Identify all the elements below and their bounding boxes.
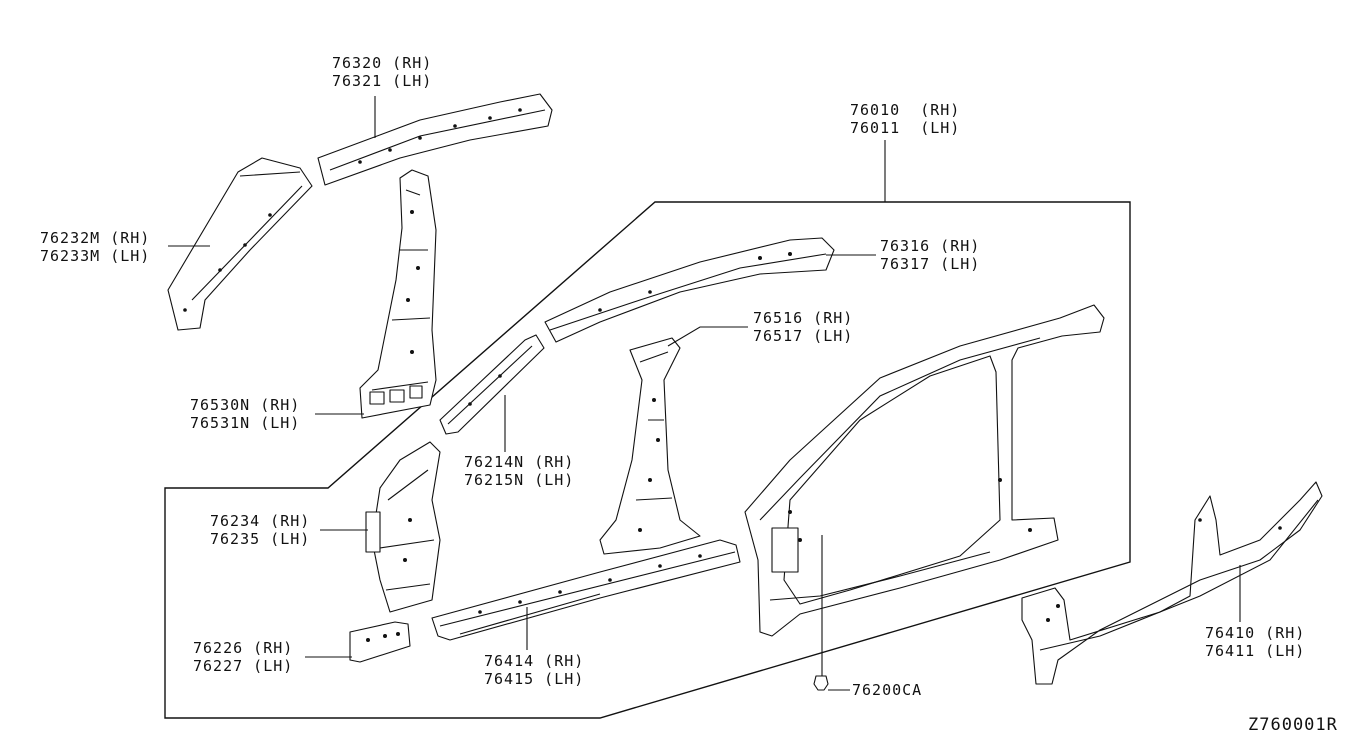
part-number-rh: 76316 (RH) (880, 237, 981, 255)
part-number-rh: 76226 (RH) (193, 639, 294, 657)
part-number-rh: 76320 (RH) (332, 54, 433, 72)
part-number-rh: 76234 (RH) (210, 512, 311, 530)
leader-clip (821, 535, 850, 691)
center-pillar-reinf-part (599, 337, 701, 555)
part-number: 76200CA (852, 681, 923, 699)
part-number-lh: 76215N (LH) (464, 471, 575, 489)
part-number-rh: 76010 (RH) (850, 101, 961, 119)
part-number-lh: 76233M (LH) (40, 247, 151, 265)
label-76234: 76234 (RH)76235 (LH) (210, 512, 310, 548)
label-76516: 76516 (RH)76517 (LH) (753, 309, 853, 345)
front-pillar-reinf-part (439, 334, 545, 435)
front-pillar-upper-part (167, 157, 313, 331)
part-number-rh: 76530N (RH) (190, 396, 301, 414)
part-number-lh: 76321 (LH) (332, 72, 433, 90)
label-76414: 76414 (RH)76415 (LH) (484, 652, 584, 688)
sill-inner-part (431, 539, 741, 641)
assembly-frame (164, 201, 1131, 719)
label-76530N: 76530N (RH)76531N (LH) (190, 396, 300, 432)
part-number-lh: 76415 (LH) (484, 670, 585, 688)
label-76232M: 76232M (RH)76233M (LH) (40, 229, 150, 265)
part-number-rh: 76516 (RH) (753, 309, 854, 327)
front-pillar-lower-part (365, 441, 441, 613)
leader-center-pillar-reinf (667, 326, 748, 347)
part-number-rh: 76414 (RH) (484, 652, 585, 670)
part-number-lh: 76227 (LH) (193, 657, 294, 675)
label-76320: 76320 (RH)76321 (LH) (332, 54, 432, 90)
part-number-lh: 76235 (LH) (210, 530, 311, 548)
label-76226: 76226 (RH)76227 (LH) (193, 639, 293, 675)
sill-outer-part (1021, 481, 1323, 685)
center-pillar-inner-part (359, 169, 437, 419)
part-number-rh: 76214N (RH) (464, 453, 575, 471)
part-number-lh: 76531N (LH) (190, 414, 301, 432)
label-76410: 76410 (RH)76411 (LH) (1205, 624, 1305, 660)
part-number-lh: 76317 (LH) (880, 255, 981, 273)
clip-part (813, 675, 829, 691)
diagram-id: Z760001R (1248, 715, 1338, 735)
part-number-rh: 76410 (RH) (1205, 624, 1306, 642)
part-number-lh: 76517 (LH) (753, 327, 854, 345)
part-number-lh: 76011 (LH) (850, 119, 961, 137)
side-body-assy-part (744, 304, 1105, 637)
label-76200CA: 76200CA (852, 681, 922, 699)
roof-rail-inner-part (544, 237, 835, 343)
part-number-lh: 76411 (LH) (1205, 642, 1306, 660)
bracket-part (349, 621, 411, 663)
label-76316: 76316 (RH)76317 (LH) (880, 237, 980, 273)
part-number-rh: 76232M (RH) (40, 229, 151, 247)
label-76010: 76010 (RH)76011 (LH) (850, 101, 960, 137)
label-76214N: 76214N (RH)76215N (LH) (464, 453, 574, 489)
rail-outer-upper-part (317, 93, 553, 186)
